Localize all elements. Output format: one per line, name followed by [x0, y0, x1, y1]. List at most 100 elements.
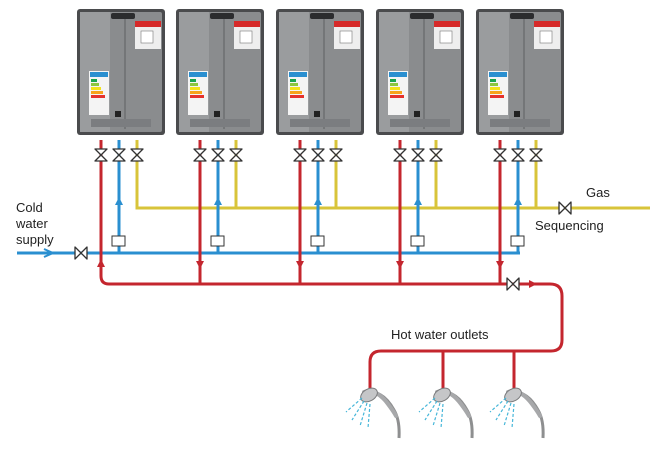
shower-head — [360, 387, 378, 403]
heater-handle — [310, 13, 334, 19]
energy-rating-bar — [91, 79, 97, 82]
shower-head-icon — [418, 387, 474, 439]
energy-rating-bar — [91, 95, 105, 98]
heater-base-fittings — [390, 119, 450, 127]
cold-isolation-valve — [311, 148, 325, 162]
gas-header-pipe — [135, 140, 650, 210]
energy-rating-bar — [290, 79, 296, 82]
gas-isolation-valve — [429, 148, 443, 162]
heater-indicator — [314, 111, 320, 117]
energy-label-header — [289, 72, 307, 77]
qr-code-icon — [140, 30, 154, 44]
energy-rating-bar — [490, 95, 504, 98]
energy-rating-bar — [490, 83, 498, 86]
gas-valve — [558, 201, 572, 215]
heater-base-fittings — [190, 119, 250, 127]
energy-label-header — [489, 72, 507, 77]
qr-code-icon — [239, 30, 253, 44]
cold-isolation-valve — [511, 148, 525, 162]
water-spray-line — [418, 397, 436, 413]
energy-rating-bar — [190, 87, 200, 90]
heater-handle — [111, 13, 135, 19]
energy-rating-bar — [390, 87, 400, 90]
cold-water-supply-label-line-2: water — [16, 216, 48, 231]
hot-water-header-pipe — [99, 140, 533, 286]
shower-head-icon — [345, 387, 401, 439]
water-spray-line — [440, 403, 444, 429]
cold-flow-up-arrow — [214, 197, 222, 205]
energy-rating-bar — [390, 79, 396, 82]
shower-head-icon — [489, 387, 545, 439]
heater-base-fittings — [290, 119, 350, 127]
heater-brand-strip — [334, 21, 360, 27]
water-spray-line — [424, 400, 438, 421]
gas-isolation-valve — [130, 148, 144, 162]
energy-rating-bar — [390, 91, 402, 94]
water-spray-line — [432, 402, 441, 427]
cold-isolation-valve — [112, 148, 126, 162]
cold-flow-up-arrow — [414, 197, 422, 205]
heater-indicator — [514, 111, 520, 117]
energy-rating-bar — [490, 87, 500, 90]
energy-rating-bar — [490, 91, 502, 94]
heater-brand-strip — [534, 21, 560, 27]
qr-code-icon — [339, 30, 353, 44]
water-spray-line — [489, 397, 507, 413]
hot-flow-down-arrow — [496, 261, 504, 269]
hot-outlet-valve — [506, 277, 520, 291]
water-heater-unit — [77, 9, 165, 135]
energy-rating-bar — [490, 79, 496, 82]
energy-rating-bar — [190, 95, 204, 98]
gas-label: Gas — [586, 185, 610, 200]
cold-flow-up-arrow — [115, 197, 123, 205]
energy-label-header — [189, 72, 207, 77]
water-spray-line — [359, 402, 368, 427]
shower-head — [433, 387, 451, 403]
cold-flow-up-arrow — [514, 197, 522, 205]
hot-flow-down-arrow — [97, 259, 105, 267]
heater-handle — [410, 13, 434, 19]
water-spray-line — [345, 397, 363, 413]
heater-brand-strip — [234, 21, 260, 27]
energy-rating-bar — [190, 91, 202, 94]
qr-code-icon — [539, 30, 553, 44]
heater-brand-strip — [135, 21, 161, 27]
water-spray-line — [503, 402, 512, 427]
valve-set — [74, 148, 572, 291]
water-spray-line — [351, 400, 365, 421]
heater-handle — [510, 13, 534, 19]
gas-isolation-valve — [229, 148, 243, 162]
energy-rating-bar — [190, 79, 196, 82]
pipe-network — [17, 140, 650, 392]
heater-indicator — [115, 111, 121, 117]
heater-indicator — [414, 111, 420, 117]
hot-isolation-valve — [393, 148, 407, 162]
cold-water-flow-arrow — [43, 248, 56, 258]
cold-isolation-valve — [411, 148, 425, 162]
water-heater-unit — [276, 9, 364, 135]
flow-sensor-box — [310, 235, 325, 247]
water-spray-line — [495, 400, 509, 421]
cold-water-supply-label-line-1: Cold — [16, 200, 43, 215]
energy-rating-bar — [390, 95, 404, 98]
energy-rating-bar — [290, 95, 304, 98]
cold-water-supply-label: Cold water supply — [16, 200, 54, 248]
hot-water-outlet-showers — [345, 387, 545, 439]
heater-base-fittings — [490, 119, 550, 127]
heater-indicator — [214, 111, 220, 117]
flow-sensor-box — [510, 235, 525, 247]
energy-rating-bar — [390, 83, 398, 86]
flow-sensor-box — [210, 235, 225, 247]
qr-code-icon — [439, 30, 453, 44]
hot-flow-down-arrow — [296, 261, 304, 269]
cold-supply-valve — [74, 246, 88, 260]
hot-flow-down-arrow — [396, 261, 404, 269]
hot-flow-right-arrow — [529, 280, 537, 288]
energy-rating-bar — [91, 83, 99, 86]
hot-isolation-valve — [293, 148, 307, 162]
hot-flow-down-arrow — [196, 261, 204, 269]
shower-head — [504, 387, 522, 403]
cold-isolation-valve — [211, 148, 225, 162]
energy-label-header — [389, 72, 407, 77]
energy-rating-bar — [91, 87, 101, 90]
